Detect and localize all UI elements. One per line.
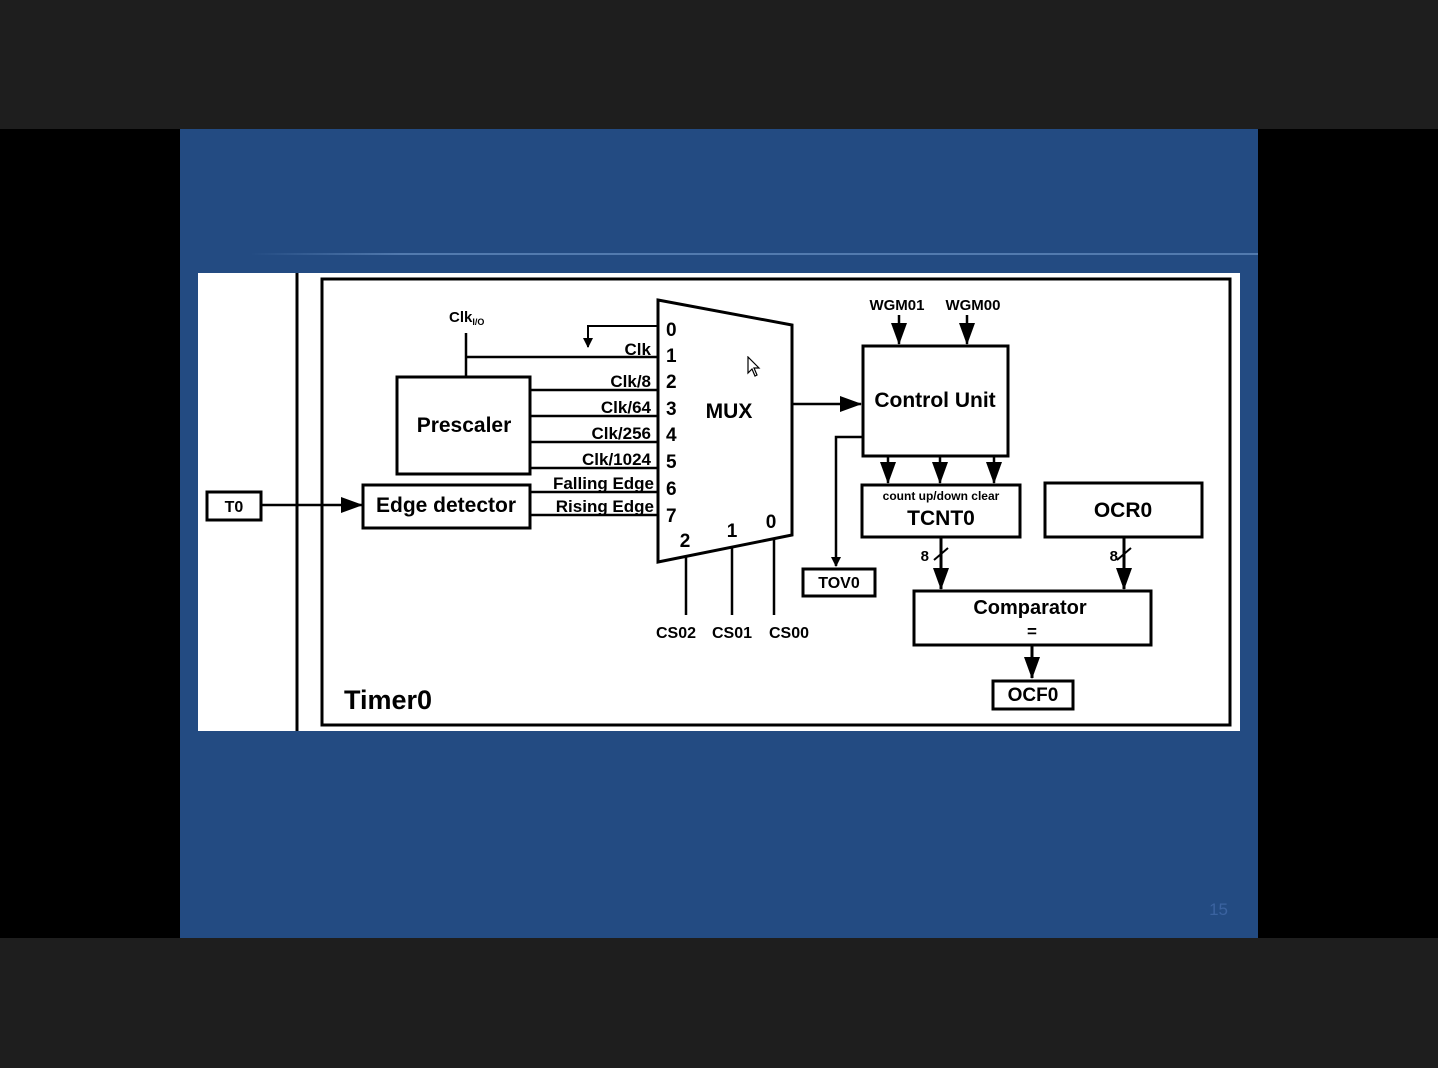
cs01-label: CS01 <box>712 625 752 642</box>
tcnt0-controls-label: count up/down clear <box>883 489 1000 503</box>
edge-detector-box <box>361 483 532 530</box>
ocr0-bus-width: 8 <box>1110 548 1118 565</box>
timer0-label: Timer0 <box>344 685 432 715</box>
mux-index-3: 3 <box>666 399 677 420</box>
top-bar <box>0 0 1438 129</box>
ocr0-bus-slash <box>1116 547 1132 561</box>
ocf0-box <box>991 679 1075 711</box>
timer0-block-diagram: ClkI/O Prescaler Clk Clk/8 Clk/64 Clk/25… <box>198 273 1240 731</box>
mux-input-label-4: Clk/256 <box>591 424 651 443</box>
slide-number: 15 <box>1209 900 1228 919</box>
comparator-box <box>912 589 1153 647</box>
prescaler-label: Prescaler <box>417 414 512 437</box>
t0-label: T0 <box>225 499 244 516</box>
mux-trapezoid <box>656 298 794 564</box>
mux-input-label-6: Falling Edge <box>553 474 654 493</box>
left-margin <box>0 129 180 938</box>
mux-select-bit-1: 1 <box>727 521 738 542</box>
comparator-label: Comparator <box>973 597 1087 619</box>
control-unit-box <box>861 344 1010 458</box>
mux-index-6: 6 <box>666 479 677 500</box>
mux-select-bit-2: 2 <box>680 531 691 552</box>
edge-detector-label: Edge detector <box>376 494 516 517</box>
ocf0-label: OCF0 <box>1008 685 1059 706</box>
tcnt0-box <box>860 483 1022 539</box>
comparator-symbol: = <box>1027 622 1037 641</box>
mux-label: MUX <box>706 400 753 423</box>
t0-pin-box <box>205 490 263 522</box>
cs00-label: CS00 <box>769 625 809 642</box>
tcnt0-bus-width: 8 <box>921 548 929 565</box>
slide-title-rule <box>250 253 1258 255</box>
mux-input-label-7: Rising Edge <box>556 497 654 516</box>
ocr0-box <box>1043 481 1204 539</box>
wgm00-label: WGM00 <box>945 297 1000 314</box>
cs02-label: CS02 <box>656 625 696 642</box>
mouse-pointer-icon <box>747 356 761 377</box>
mux-index-2: 2 <box>666 372 677 393</box>
clk-io-label: ClkI/O <box>449 309 484 327</box>
mux-input-label-1: Clk <box>625 340 652 359</box>
mux-index-1: 1 <box>666 346 677 367</box>
presentation-slide: ClkI/O Prescaler Clk Clk/8 Clk/64 Clk/25… <box>180 129 1258 938</box>
bottom-bar <box>0 938 1438 1068</box>
right-margin <box>1258 129 1438 938</box>
tov0-line <box>831 435 863 567</box>
prescaler-box <box>395 375 532 476</box>
timer0-frame <box>320 277 1232 727</box>
tov0-label: TOV0 <box>818 575 860 592</box>
tcnt0-bus-slash <box>933 547 949 561</box>
mux-input-label-2: Clk/8 <box>610 372 651 391</box>
mux-select-bit-0: 0 <box>766 512 777 533</box>
wgm01-label: WGM01 <box>869 297 924 314</box>
mux-input-label-3: Clk/64 <box>601 398 652 417</box>
mux-index-5: 5 <box>666 452 677 473</box>
control-unit-label: Control Unit <box>874 389 995 412</box>
mux-input-label-5: Clk/1024 <box>582 450 652 469</box>
mux-index-7: 7 <box>666 506 677 527</box>
mux-index-4: 4 <box>666 425 677 446</box>
tov0-box <box>801 567 877 598</box>
mux-index-0: 0 <box>666 320 677 341</box>
input0-feedback-line <box>583 325 658 348</box>
tcnt0-label: TCNT0 <box>907 507 975 530</box>
ocr0-label: OCR0 <box>1094 499 1152 522</box>
